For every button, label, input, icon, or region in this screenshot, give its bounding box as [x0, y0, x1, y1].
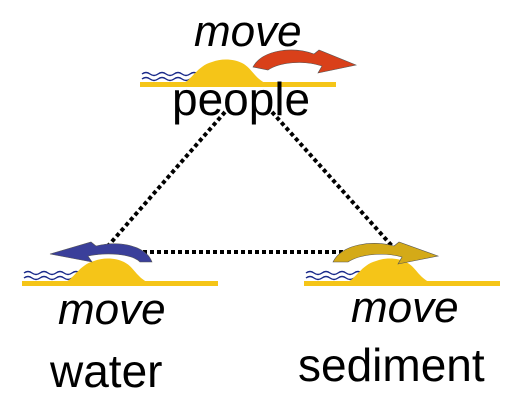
- connector-people-water: [106, 110, 227, 248]
- curved-arrow-icon: [49, 241, 153, 263]
- water-noun-label: water: [50, 345, 163, 397]
- connector-lines: [106, 110, 394, 254]
- curved-arrow-icon: [332, 241, 440, 265]
- people-verb-label: move: [194, 7, 302, 56]
- sediment-noun-label: sediment: [298, 339, 485, 391]
- curved-arrow-icon: [252, 49, 358, 74]
- island-icon: [21, 257, 219, 287]
- people-noun-label: people: [172, 73, 311, 125]
- water-verb-label: move: [58, 285, 166, 334]
- connector-people-sediment: [270, 110, 394, 248]
- sediment-verb-label: move: [351, 283, 459, 332]
